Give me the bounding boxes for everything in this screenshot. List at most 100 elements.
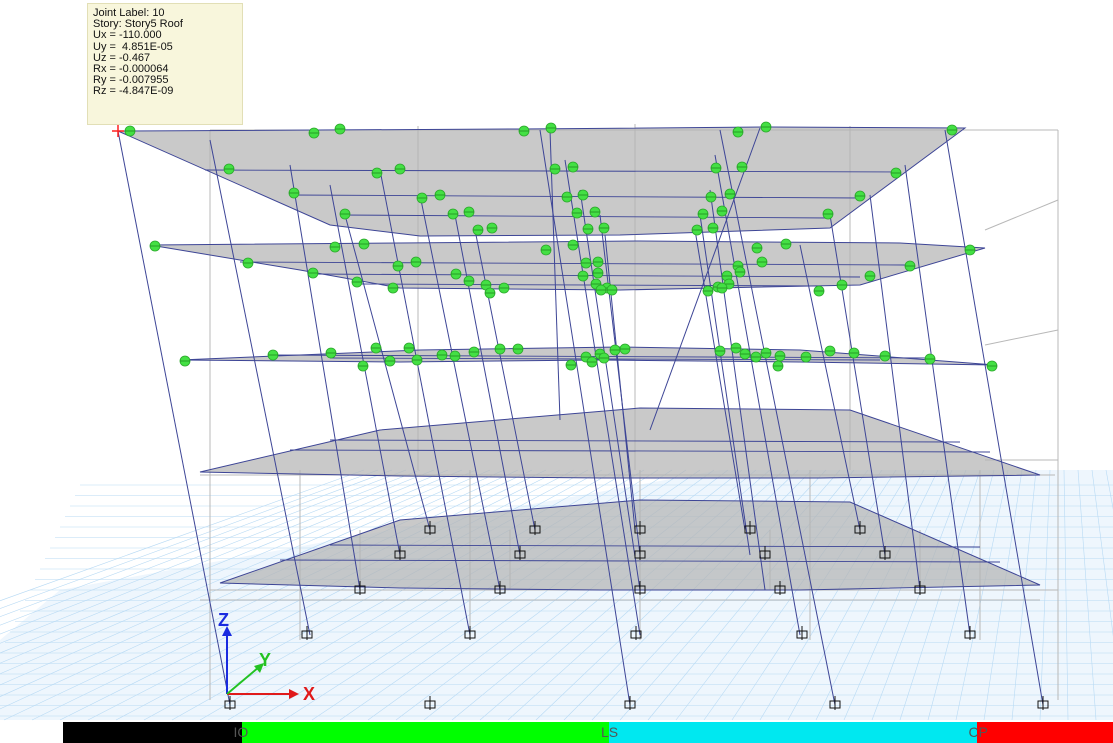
deformed-column[interactable] — [649, 127, 761, 431]
plastic-hinge-marker[interactable] — [447, 208, 459, 220]
plastic-hinge-marker[interactable] — [986, 360, 998, 372]
plastic-hinge-marker[interactable] — [592, 256, 604, 268]
plastic-hinge-marker[interactable] — [307, 267, 319, 279]
plastic-hinge-marker[interactable] — [598, 222, 610, 234]
plastic-hinge-marker[interactable] — [691, 224, 703, 236]
plastic-hinge-marker[interactable] — [824, 345, 836, 357]
deformed-column[interactable] — [719, 129, 836, 706]
deformed-column[interactable] — [869, 194, 921, 591]
plastic-hinge-marker[interactable] — [592, 267, 604, 279]
plastic-hinge-marker[interactable] — [410, 256, 422, 268]
plastic-hinge-marker[interactable] — [468, 346, 480, 358]
deformed-column[interactable] — [904, 164, 971, 636]
plastic-hinge-marker[interactable] — [392, 260, 404, 272]
plastic-hinge-marker[interactable] — [864, 270, 876, 282]
plastic-hinge-marker[interactable] — [463, 206, 475, 218]
plastic-hinge-marker[interactable] — [242, 257, 254, 269]
plastic-hinge-marker[interactable] — [329, 241, 341, 253]
deformed-column[interactable] — [564, 159, 641, 636]
plastic-hinge-marker[interactable] — [472, 224, 484, 236]
plastic-hinge-marker[interactable] — [854, 190, 866, 202]
plastic-hinge-marker[interactable] — [750, 351, 762, 363]
plastic-hinge-marker[interactable] — [394, 163, 406, 175]
plastic-hinge-marker[interactable] — [800, 351, 812, 363]
plastic-hinge-marker[interactable] — [334, 123, 346, 135]
plastic-hinge-marker[interactable] — [567, 161, 579, 173]
plastic-hinge-marker[interactable] — [498, 282, 510, 294]
plastic-hinge-marker[interactable] — [436, 349, 448, 361]
deformed-column[interactable] — [454, 214, 521, 556]
deformed-column[interactable] — [714, 154, 801, 636]
plastic-hinge-marker[interactable] — [780, 238, 792, 250]
plastic-hinge-marker[interactable] — [904, 260, 916, 272]
plastic-hinge-marker[interactable] — [964, 244, 976, 256]
plastic-hinge-marker[interactable] — [463, 275, 475, 287]
plastic-hinge-marker[interactable] — [339, 208, 351, 220]
plastic-hinge-marker[interactable] — [411, 354, 423, 366]
plastic-hinge-marker[interactable] — [751, 242, 763, 254]
plastic-hinge-marker[interactable] — [358, 238, 370, 250]
plastic-hinge-marker[interactable] — [149, 240, 161, 252]
plastic-hinge-marker[interactable] — [946, 124, 958, 136]
deformed-column[interactable] — [579, 189, 641, 591]
plastic-hinge-marker[interactable] — [370, 342, 382, 354]
deformed-column[interactable] — [117, 130, 231, 706]
plastic-hinge-marker[interactable] — [724, 188, 736, 200]
plastic-hinge-marker[interactable] — [890, 167, 902, 179]
plastic-hinge-marker[interactable] — [772, 360, 784, 372]
plastic-hinge-marker[interactable] — [351, 276, 363, 288]
plastic-hinge-marker[interactable] — [924, 353, 936, 365]
plastic-hinge-marker[interactable] — [357, 360, 369, 372]
plastic-hinge-marker[interactable] — [545, 122, 557, 134]
plastic-hinge-marker[interactable] — [450, 268, 462, 280]
plastic-hinge-marker[interactable] — [760, 347, 772, 359]
plastic-hinge-marker[interactable] — [308, 127, 320, 139]
plastic-hinge-marker[interactable] — [822, 208, 834, 220]
plastic-hinge-marker[interactable] — [549, 163, 561, 175]
plastic-hinge-marker[interactable] — [609, 344, 621, 356]
plastic-hinge-marker[interactable] — [449, 350, 461, 362]
plastic-hinge-marker[interactable] — [567, 239, 579, 251]
deformed-column[interactable] — [209, 139, 311, 636]
plastic-hinge-marker[interactable] — [586, 356, 598, 368]
plastic-hinge-marker[interactable] — [582, 223, 594, 235]
plastic-hinge-marker[interactable] — [577, 270, 589, 282]
plastic-hinge-marker[interactable] — [288, 187, 300, 199]
deformed-column[interactable] — [539, 129, 631, 706]
deformed-column[interactable] — [829, 214, 886, 556]
plastic-hinge-marker[interactable] — [774, 350, 786, 362]
plastic-hinge-marker[interactable] — [836, 279, 848, 291]
deformed-column[interactable] — [694, 229, 746, 531]
plastic-hinge-marker[interactable] — [598, 352, 610, 364]
deformed-column[interactable] — [379, 169, 471, 636]
plastic-hinge-marker[interactable] — [736, 161, 748, 173]
plastic-hinge-marker[interactable] — [730, 342, 742, 354]
plastic-hinge-marker[interactable] — [486, 222, 498, 234]
deformed-column[interactable] — [289, 164, 361, 591]
plastic-hinge-marker[interactable] — [325, 347, 337, 359]
plastic-hinge-marker[interactable] — [705, 191, 717, 203]
plastic-hinge-marker[interactable] — [710, 162, 722, 174]
plastic-hinge-marker[interactable] — [571, 207, 583, 219]
plastic-hinge-marker[interactable] — [384, 355, 396, 367]
plastic-hinge-marker[interactable] — [697, 208, 709, 220]
plastic-hinge-marker[interactable] — [714, 345, 726, 357]
plastic-hinge-marker[interactable] — [879, 350, 891, 362]
plastic-hinge-marker[interactable] — [484, 287, 496, 299]
plastic-hinge-marker[interactable] — [577, 189, 589, 201]
plastic-hinge-marker[interactable] — [124, 125, 136, 137]
deformed-column[interactable] — [944, 129, 1044, 706]
plastic-hinge-marker[interactable] — [707, 222, 719, 234]
plastic-hinge-marker[interactable] — [580, 257, 592, 269]
plastic-hinge-marker[interactable] — [734, 266, 746, 278]
plastic-hinge-marker[interactable] — [518, 125, 530, 137]
plastic-hinge-marker[interactable] — [595, 284, 607, 296]
deformed-column[interactable] — [344, 214, 431, 531]
plastic-hinge-marker[interactable] — [416, 192, 428, 204]
plastic-hinge-marker[interactable] — [179, 355, 191, 367]
deformed-column[interactable] — [549, 129, 561, 421]
plastic-hinge-marker[interactable] — [494, 343, 506, 355]
plastic-hinges[interactable] — [124, 121, 998, 372]
plastic-hinge-marker[interactable] — [434, 189, 446, 201]
